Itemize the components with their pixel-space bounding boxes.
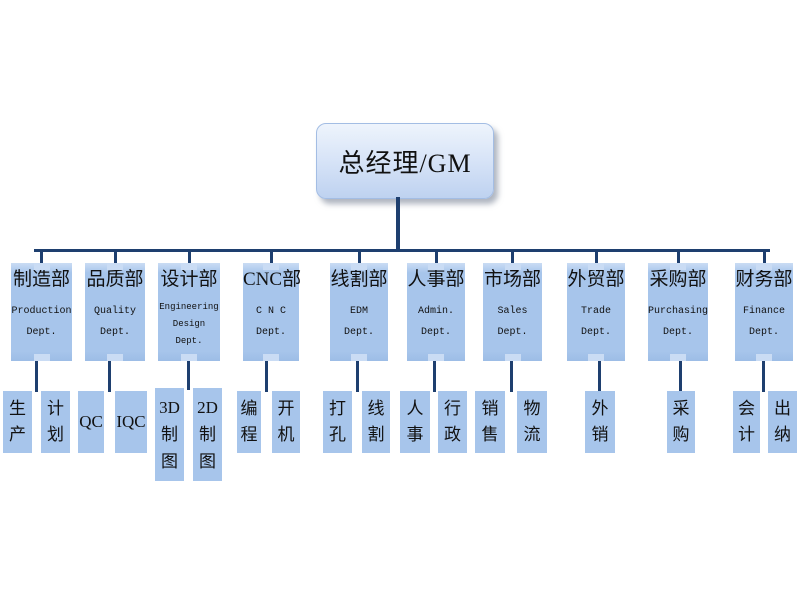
child-box-logistics: 物 流 [517,391,547,453]
child-box-machine-operation: 开 机 [272,391,300,453]
connector-top-0 [40,249,43,263]
child-box-administration: 行 政 [438,391,467,453]
connector-notch [756,263,772,270]
connector-bottom-4 [356,361,359,392]
connector-top-6 [511,249,514,263]
connector-bottom-6 [510,361,513,392]
dept-title-zh: 人事部 [407,269,465,290]
dept-title-en: Sales Dept. [497,305,528,339]
connector-top-7 [595,249,598,263]
connector-notch [670,263,686,270]
connector-notch [107,263,123,270]
connector-bus [34,249,770,252]
dept-title-en: EDM Dept. [343,305,374,339]
connector-notch [33,263,50,270]
dept-title-zh: 设计部 [160,269,218,290]
dept-title-zh: 市场部 [483,269,541,290]
dept-title-zh: 线割部 [330,269,388,290]
dept-title-en: Production Dept. [11,305,72,339]
child-box-iqc: IQC [115,391,147,453]
dept-title-zh: 外贸部 [567,269,625,290]
connector-bottom-2 [187,361,190,390]
connector-top-9 [763,249,766,263]
connector-bottom-8 [679,361,682,394]
dept-title-en: Purchasing Dept. [648,305,709,339]
child-box-sales: 销 售 [475,391,505,453]
dept-box-edm: 线割部 EDM Dept. [330,263,388,361]
connector-notch [181,263,197,270]
connector-notch [33,354,50,361]
connector-notch [107,354,123,361]
connector-notch [263,354,279,361]
child-box-drilling: 打 孔 [323,391,352,453]
dept-title-en: Admin. Dept. [417,305,454,339]
dept-title-en: Trade Dept. [580,305,611,339]
dept-box-quality: 品质部 Quality Dept. [85,263,145,361]
connector-bottom-9 [762,361,765,392]
dept-title-zh: CNC部 [243,269,302,290]
connector-top-4 [358,249,361,263]
dept-box-purchasing: 采购部 Purchasing Dept. [648,263,708,361]
child-box-production-planning-2: 计 划 [41,391,70,453]
connector-bottom-7 [598,361,601,394]
child-box-purchasing: 采 购 [667,391,695,453]
dept-title-en: Quality Dept. [93,305,136,339]
connector-notch [351,263,367,270]
dept-title-zh: 制造部 [12,269,70,290]
connector-top-2 [188,249,191,263]
connector-notch [756,354,772,361]
connector-root [396,197,400,252]
connector-bottom-3 [265,361,268,392]
dept-box-admin: 人事部 Admin. Dept. [407,263,465,361]
dept-title-en: C N C Dept. [255,305,286,339]
connector-notch [263,263,279,270]
connector-notch [428,263,444,270]
dept-title-zh: 采购部 [649,269,707,290]
connector-top-1 [114,249,117,263]
connector-notch [588,263,604,270]
connector-top-3 [270,249,273,263]
child-box-programming: 编 程 [237,391,261,453]
connector-notch [181,354,197,361]
dept-box-cnc: CNC部 C N C Dept. [243,263,302,361]
dept-box-trade: 外贸部 Trade Dept. [567,263,625,361]
dept-box-sales: 市场部 Sales Dept. [483,263,542,361]
child-box-hr: 人 事 [400,391,430,453]
child-box-wire-cutting: 线 割 [362,391,390,453]
connector-notch [588,354,604,361]
gm-box: 总经理/GM [316,123,494,199]
child-box-3d-drafting: 3D 制 图 [155,388,184,481]
connector-notch [351,354,367,361]
connector-bottom-5 [433,361,436,392]
child-box-production-planning-1: 生 产 [3,391,32,453]
child-box-accounting: 会 计 [733,391,760,453]
dept-box-finance: 财务部 Finance Dept. [735,263,793,361]
dept-title-zh: 品质部 [86,269,144,290]
connector-top-8 [677,249,680,263]
connector-notch [504,354,521,361]
dept-title-en: Finance Dept. [742,305,785,339]
gm-label: 总经理/GM [338,148,472,178]
connector-bottom-1 [108,361,111,392]
connector-notch [670,354,686,361]
dept-box-production: 制造部 Production Dept. [11,263,72,361]
dept-title-zh: 财务部 [735,269,793,290]
connector-top-5 [435,249,438,263]
dept-title-en: Engineering Design Dept. [159,301,219,346]
connector-bottom-0 [35,361,38,392]
child-box-qc: QC [78,391,104,453]
dept-box-engineering-design: 设计部 Engineering Design Dept. [158,263,220,361]
connector-notch [504,263,521,270]
child-box-cashier: 出 纳 [768,391,797,453]
child-box-2d-drafting: 2D 制 图 [193,388,222,481]
child-box-export-sales: 外 销 [585,391,615,453]
connector-notch [428,354,444,361]
